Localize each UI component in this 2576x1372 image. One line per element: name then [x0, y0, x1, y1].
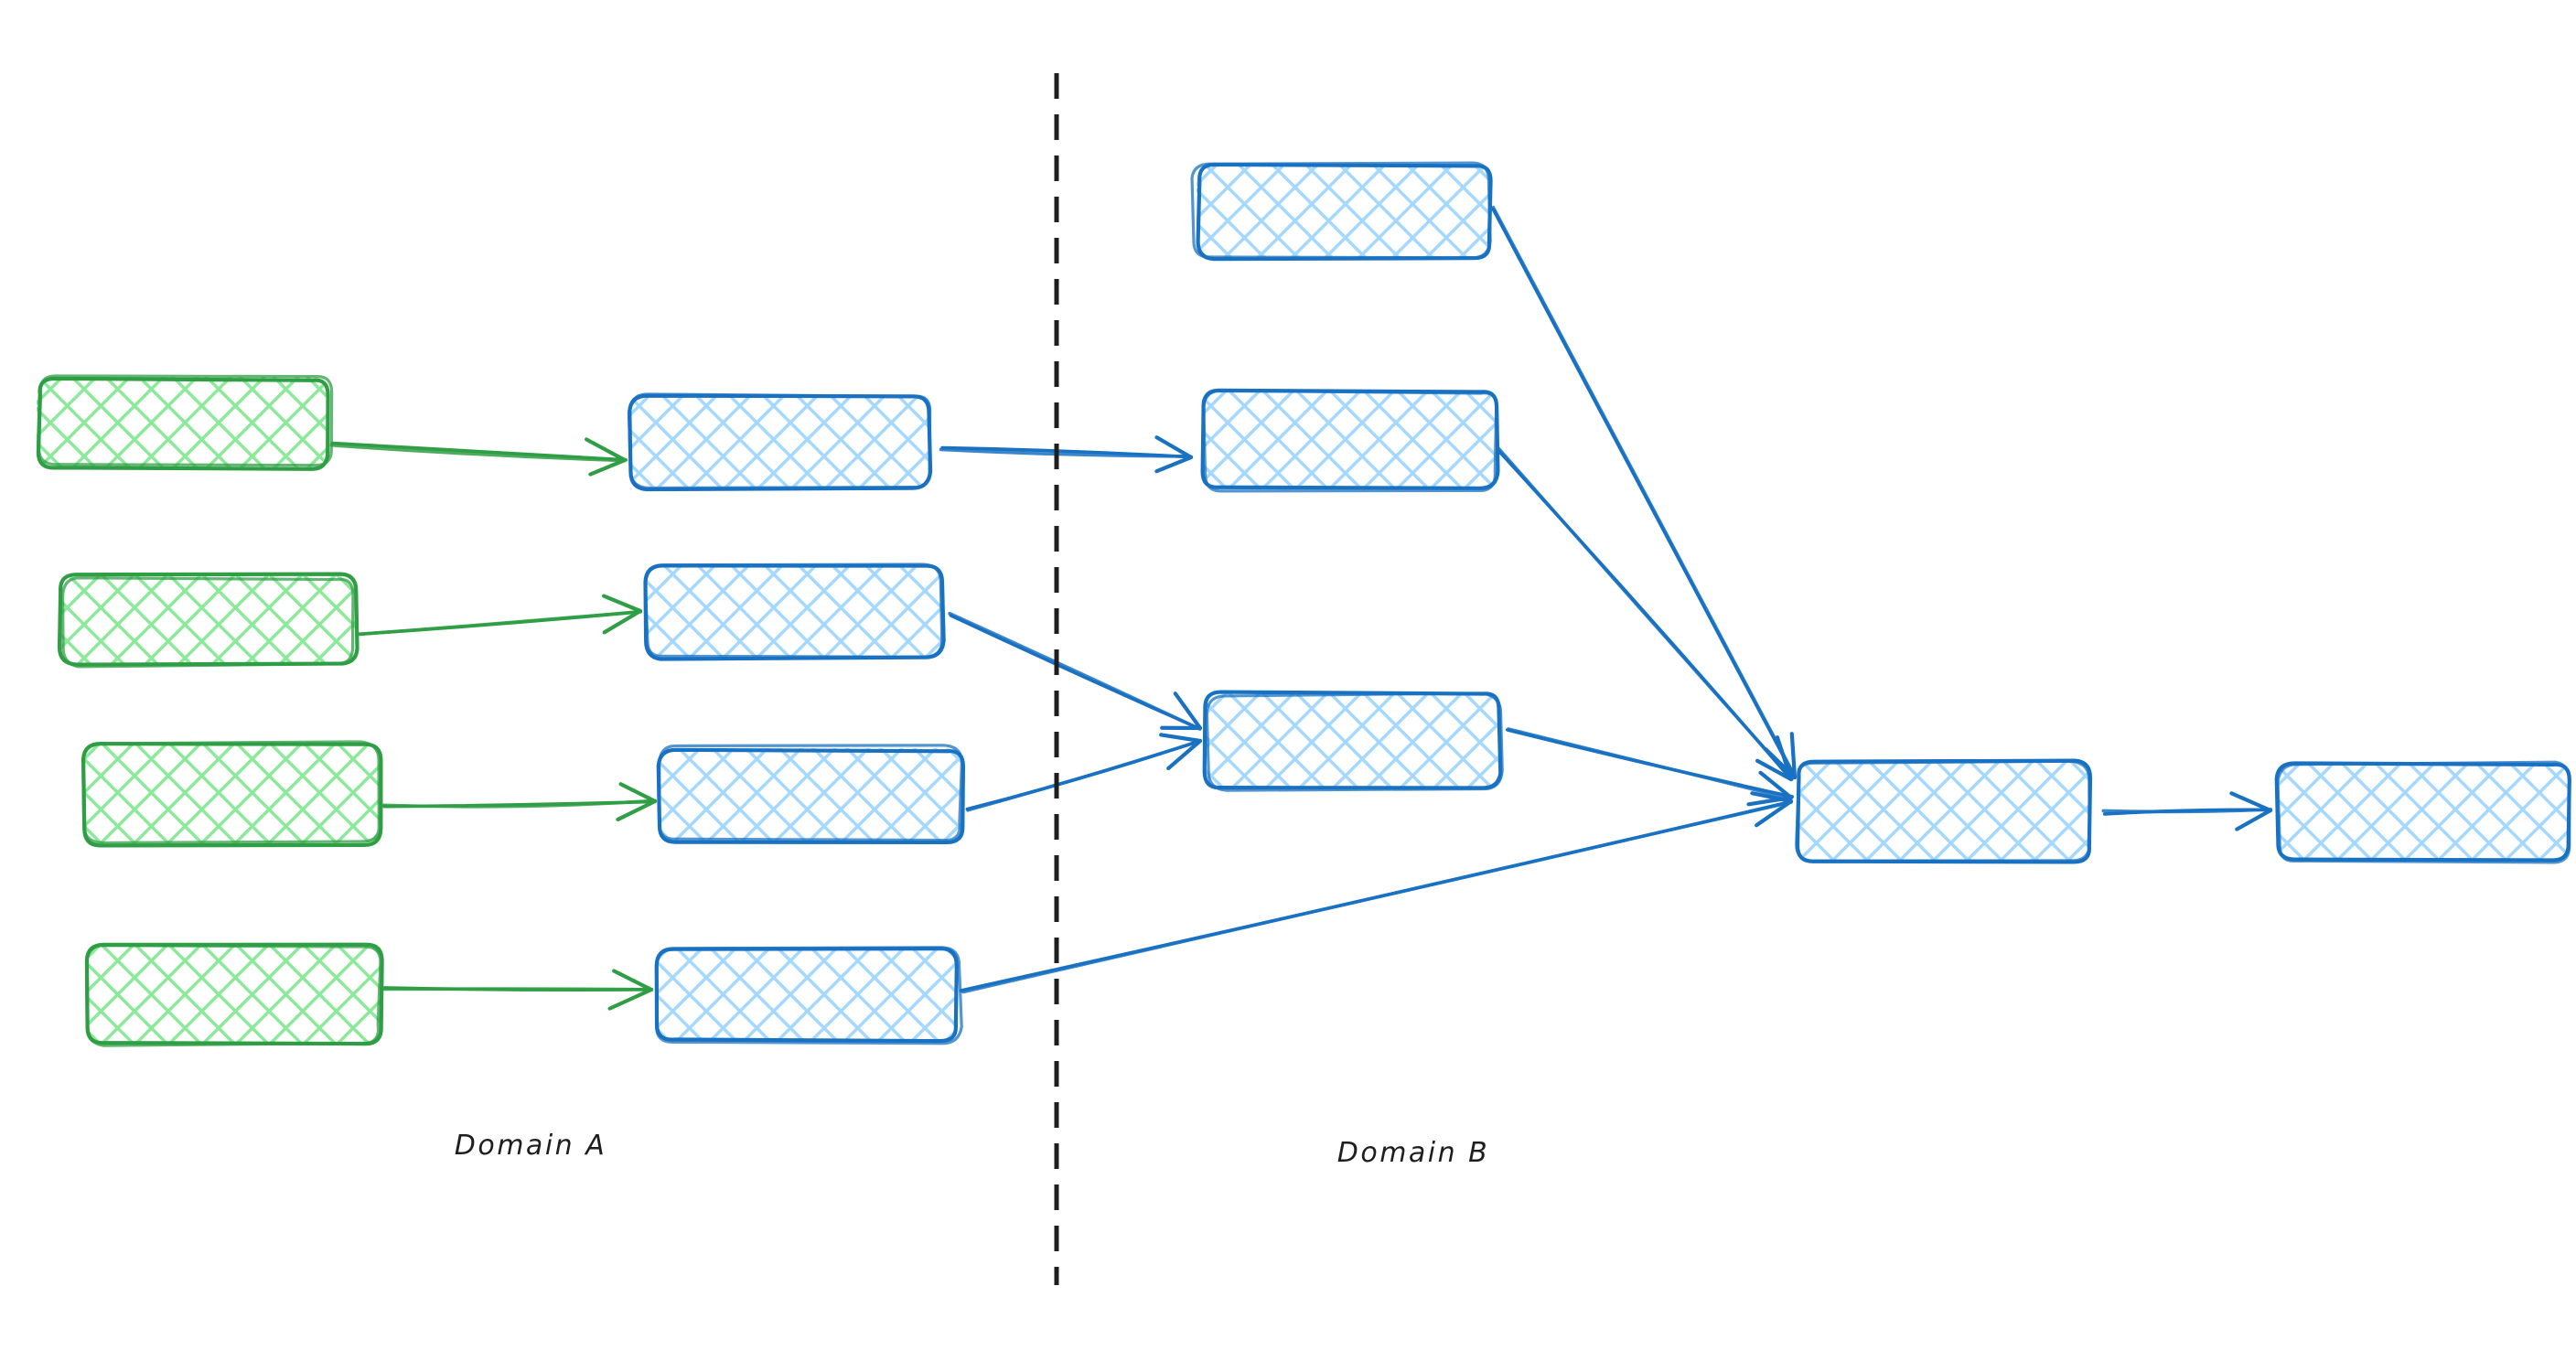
nodes-layer — [36, 161, 2571, 1047]
edge-a1-to-p1[interactable] — [329, 437, 628, 477]
source-node-a1[interactable] — [36, 374, 334, 471]
edge-b4-to-b5[interactable] — [2101, 791, 2273, 831]
edge-p1-to-b1[interactable] — [939, 435, 1194, 474]
source-node-a3[interactable] — [80, 740, 383, 848]
edge-a2-to-p2[interactable] — [355, 594, 643, 637]
source-node-a2[interactable] — [57, 572, 360, 669]
edge-b3-to-b4[interactable] — [1505, 727, 1794, 807]
process-node-p1[interactable] — [627, 392, 933, 492]
target-node-b3[interactable] — [1202, 690, 1504, 792]
edge-p4-to-b4[interactable] — [959, 791, 1794, 994]
target-node-b1[interactable] — [1190, 161, 1493, 262]
edge-p2-to-b3[interactable] — [948, 611, 1203, 731]
edge-p3-to-b3[interactable] — [965, 733, 1203, 812]
output-node-b5[interactable] — [2274, 760, 2571, 864]
source-node-a4[interactable] — [84, 942, 384, 1047]
target-node-b2[interactable] — [1200, 388, 1500, 493]
domain-b-label: Domain B — [1337, 1137, 1490, 1169]
edges-layer — [329, 205, 2273, 1011]
domain-a-label: Domain A — [455, 1130, 606, 1162]
edge-a4-to-p4[interactable] — [381, 969, 654, 1011]
edge-b2-to-b4[interactable] — [1495, 445, 1794, 782]
aggregate-node-b4[interactable] — [1795, 758, 2093, 864]
edge-a3-to-p3[interactable] — [381, 782, 658, 822]
process-node-p4[interactable] — [654, 946, 963, 1045]
process-node-p2[interactable] — [643, 563, 946, 661]
labels-layer: Domain A Domain B — [455, 1130, 1490, 1169]
process-node-p3[interactable] — [656, 744, 966, 844]
